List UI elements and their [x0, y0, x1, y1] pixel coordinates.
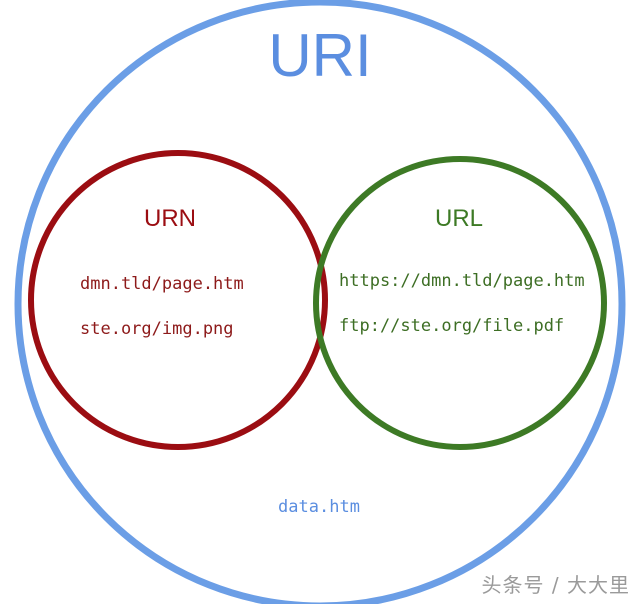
url-circle — [313, 156, 607, 450]
watermark: 头条号 / 大大里 — [481, 573, 630, 597]
urn-circle — [28, 150, 328, 450]
urn-example-1: dmn.tld/page.htm — [80, 274, 244, 294]
url-example-1: https://dmn.tld/page.htm — [339, 271, 585, 291]
urn-example-2: ste.org/img.png — [80, 319, 234, 339]
url-title: URL — [435, 205, 483, 232]
url-example-2: ftp://ste.org/file.pdf — [339, 316, 564, 336]
uri-circle — [14, 0, 626, 604]
urn-title: URN — [144, 205, 196, 232]
uri-title: URI — [268, 22, 371, 89]
uri-example: data.htm — [278, 497, 360, 517]
